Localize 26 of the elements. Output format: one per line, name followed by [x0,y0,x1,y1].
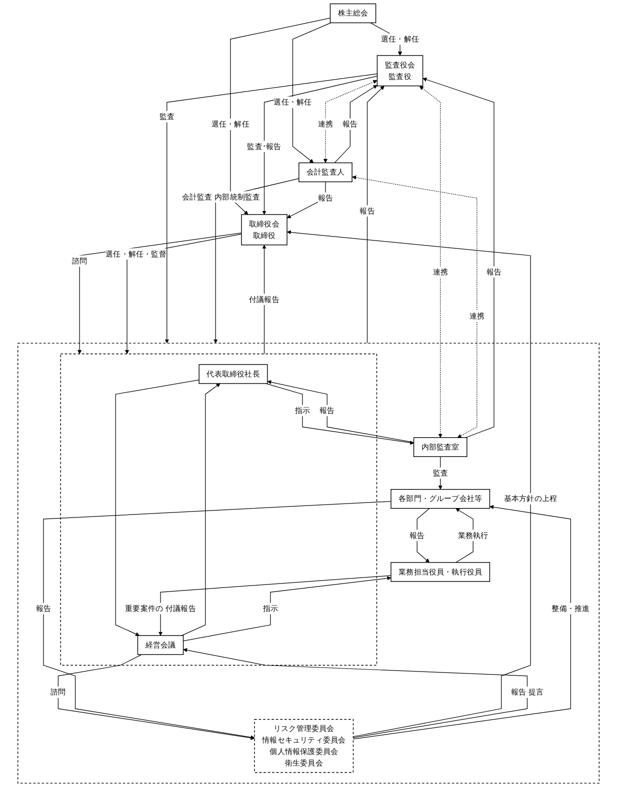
cluster [18,342,600,784]
arrow [181,383,220,636]
arrow [286,230,531,737]
arrow [183,648,528,738]
arrow [262,76,378,215]
arrow [366,86,384,344]
arrow [352,505,571,740]
arrow [115,380,200,636]
arrow [230,18,331,215]
arrow [182,576,392,642]
arrow [158,575,392,636]
arrow [323,80,378,163]
cluster [60,354,378,666]
arrow [422,78,494,438]
arrow [213,178,300,344]
arrow [262,244,266,354]
arrow [292,22,332,163]
arrow [334,84,378,164]
arrow [58,654,255,740]
arrow [419,86,442,438]
arrow [164,74,378,344]
arrow [43,501,392,740]
arrow [352,175,478,438]
arrow [286,182,326,218]
arrow [438,456,442,490]
arrow [416,508,430,563]
